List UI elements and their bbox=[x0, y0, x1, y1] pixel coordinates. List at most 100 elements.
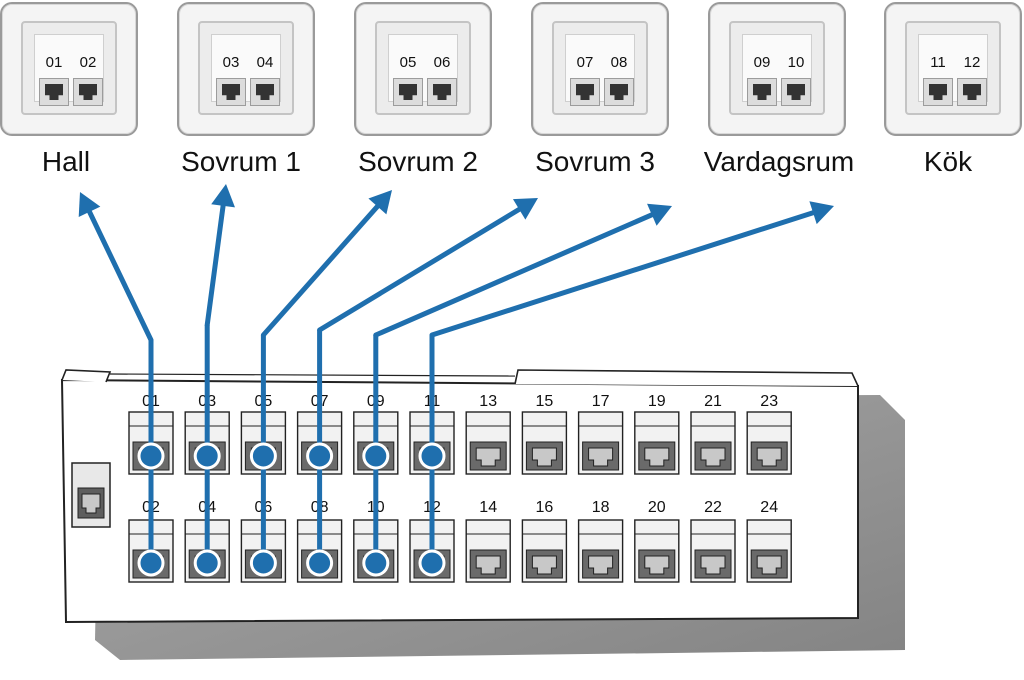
panel-top-lip bbox=[61, 369, 112, 383]
wall-outlet-vardagsrum: 09 10 bbox=[708, 2, 846, 136]
panel-top-lip bbox=[514, 369, 859, 387]
arrow-head-icon bbox=[211, 184, 235, 208]
cable-line bbox=[204, 203, 226, 328]
patch-port-jack-icon[interactable] bbox=[634, 519, 680, 583]
patch-port-jack-icon[interactable] bbox=[521, 519, 568, 583]
wall-outlet-sovrum-2: 05 06 bbox=[354, 2, 492, 136]
rj45-jack-icon bbox=[570, 78, 600, 106]
cable-line bbox=[317, 206, 522, 333]
room-label-sovrum-2: Sovrum 2 bbox=[358, 146, 478, 177]
patch-port-number: 16 bbox=[536, 499, 554, 516]
outlet-port-number: 05 bbox=[399, 54, 417, 71]
outlet-plate: 11 12 bbox=[918, 34, 988, 106]
outlet-frame: 07 08 bbox=[552, 21, 648, 115]
outlet-port-number: 07 bbox=[576, 54, 594, 71]
patch-port-number: 17 bbox=[592, 393, 610, 410]
connection-dot bbox=[137, 442, 165, 470]
side-module-port-icon bbox=[71, 462, 111, 528]
patch-port-jack-icon[interactable] bbox=[634, 411, 680, 475]
connection-dot bbox=[306, 549, 334, 577]
patch-port-number: 20 bbox=[648, 499, 666, 516]
outlet-plate: 09 10 bbox=[742, 34, 812, 106]
rj45-jack-icon bbox=[604, 78, 634, 106]
outlet-port-number: 02 bbox=[79, 54, 97, 71]
outlet-port-number: 03 bbox=[222, 54, 240, 71]
patch-port-jack-icon[interactable] bbox=[577, 519, 624, 583]
outlet-frame: 01 02 bbox=[21, 21, 117, 115]
patch-port-jack-icon[interactable] bbox=[690, 411, 736, 475]
connection-dot bbox=[306, 442, 334, 470]
patch-port-number: 23 bbox=[760, 393, 778, 410]
wall-outlet-hall: 01 02 bbox=[0, 2, 138, 136]
outlet-frame: 09 10 bbox=[729, 21, 825, 115]
room-label-vardagsrum: Vardagsrum bbox=[703, 146, 855, 177]
rj45-jack-icon bbox=[923, 78, 953, 106]
outlet-port-number: 04 bbox=[256, 54, 274, 71]
cable-line bbox=[429, 210, 816, 338]
rj45-jack-icon bbox=[393, 78, 423, 106]
connection-dot bbox=[249, 442, 277, 470]
arrow-head-icon bbox=[809, 201, 834, 225]
patch-port-number: 19 bbox=[648, 393, 666, 410]
connection-dot bbox=[362, 549, 390, 577]
rj45-jack-icon bbox=[216, 78, 246, 106]
patch-port-jack-icon[interactable] bbox=[465, 411, 511, 475]
outlet-plate: 07 08 bbox=[565, 34, 635, 106]
rj45-jack-icon bbox=[957, 78, 987, 106]
room-label-hall: Hall bbox=[41, 146, 91, 177]
wall-outlet-sovrum-3: 07 08 bbox=[531, 2, 669, 136]
arrow-head-icon bbox=[368, 190, 392, 215]
patch-port-number: 13 bbox=[479, 393, 497, 410]
connection-dot bbox=[362, 442, 390, 470]
room-label-sovrum-1: Sovrum 1 bbox=[181, 146, 301, 177]
patch-port-jack-icon[interactable] bbox=[746, 519, 792, 583]
room-label-kok: Kök bbox=[923, 146, 973, 177]
outlet-port-number: 06 bbox=[433, 54, 451, 71]
connection-dot bbox=[418, 549, 446, 577]
outlet-port-number: 12 bbox=[963, 54, 981, 71]
patch-port-number: 15 bbox=[536, 393, 554, 410]
cable-line bbox=[373, 212, 655, 338]
patch-port-number: 14 bbox=[479, 499, 497, 516]
outlet-plate: 03 04 bbox=[211, 34, 281, 106]
rj45-jack-icon bbox=[781, 78, 811, 106]
patch-panel-body bbox=[60, 378, 859, 624]
outlet-frame: 03 04 bbox=[198, 21, 294, 115]
outlet-plate: 01 02 bbox=[34, 34, 104, 106]
rj45-jack-icon bbox=[39, 78, 69, 106]
wall-outlet-sovrum-1: 03 04 bbox=[177, 2, 315, 136]
outlet-port-number: 09 bbox=[753, 54, 771, 71]
outlet-plate: 05 06 bbox=[388, 34, 458, 106]
patch-port-jack-icon[interactable] bbox=[690, 519, 736, 583]
patch-port-jack-icon[interactable] bbox=[577, 411, 624, 475]
rj45-jack-icon bbox=[427, 78, 457, 106]
patch-port-number: 21 bbox=[704, 393, 722, 410]
connection-dot bbox=[418, 442, 446, 470]
rj45-jack-icon bbox=[73, 78, 103, 106]
outlet-port-number: 08 bbox=[610, 54, 628, 71]
patch-port-jack-icon[interactable] bbox=[521, 411, 568, 475]
patch-port-number: 22 bbox=[704, 499, 722, 516]
rj45-jack-icon bbox=[747, 78, 777, 106]
outlet-port-number: 10 bbox=[787, 54, 805, 71]
arrow-head-icon bbox=[512, 198, 538, 220]
outlet-frame: 11 12 bbox=[905, 21, 1001, 115]
connection-dot bbox=[249, 549, 277, 577]
patch-port-number: 18 bbox=[592, 499, 610, 516]
rj45-jack-icon bbox=[250, 78, 280, 106]
patch-port-jack-icon[interactable] bbox=[746, 411, 792, 475]
connection-dot bbox=[193, 442, 221, 470]
outlet-frame: 05 06 bbox=[375, 21, 471, 115]
arrow-head-icon bbox=[78, 192, 101, 218]
patch-port-jack-icon[interactable] bbox=[465, 519, 511, 583]
patch-port-number: 24 bbox=[760, 499, 778, 516]
wall-outlet-kok: 11 12 bbox=[884, 2, 1022, 136]
connection-dot bbox=[137, 549, 165, 577]
cable-line bbox=[260, 203, 380, 338]
connection-dot bbox=[193, 549, 221, 577]
arrow-head-icon bbox=[647, 203, 672, 226]
outlet-port-number: 11 bbox=[930, 54, 946, 71]
cable-line bbox=[87, 209, 154, 343]
outlet-port-number: 01 bbox=[45, 54, 63, 71]
